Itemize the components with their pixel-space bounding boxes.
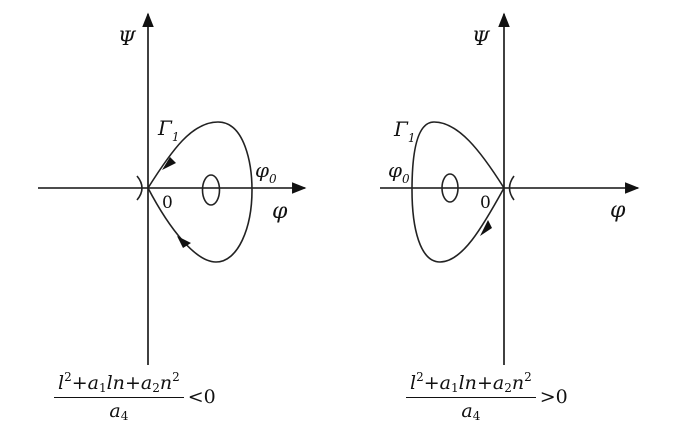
left-point-label: φ0 [255, 158, 277, 186]
right-phase-portrait: Ψ φ 0 Γ1 φ0 [380, 12, 640, 365]
right-point-label: φ0 [388, 158, 410, 186]
left-condition-numerator: l2+a1ln+a2n2 [54, 370, 184, 398]
right-condition-relation: >0 [539, 385, 568, 408]
right-orbit-label: Γ1 [393, 117, 416, 145]
right-condition-fraction: l2+a1ln+a2n2 a4 [406, 370, 536, 423]
left-condition-fraction: l2+a1ln+a2n2 a4 [54, 370, 184, 423]
left-y-axis-label: Ψ [118, 26, 137, 50]
left-homoclinic-orbit [147, 121, 253, 263]
right-condition-denominator: a4 [461, 400, 481, 423]
left-condition-formula: l2+a1ln+a2n2 a4 <0 [54, 370, 216, 423]
right-x-axis-label: φ [610, 198, 626, 223]
right-orbit-arrow [480, 220, 492, 236]
right-y-axis-label: Ψ [472, 26, 491, 50]
left-condition-relation: <0 [187, 385, 216, 408]
right-saddle-separatrix [508, 175, 515, 201]
right-condition-formula: l2+a1ln+a2n2 a4 >0 [406, 370, 568, 423]
left-origin-label: 0 [162, 193, 173, 213]
right-homoclinic-orbit [411, 121, 505, 263]
left-orbit-arrow-lower [177, 236, 191, 248]
right-center-orbit [441, 173, 459, 203]
left-orbit-arrow-upper [162, 157, 176, 170]
left-center-orbit [201, 174, 221, 206]
left-orbit-label: Γ1 [157, 116, 180, 144]
right-condition-numerator: l2+a1ln+a2n2 [406, 370, 536, 398]
left-phase-portrait: Ψ φ 0 Γ1 φ0 [38, 12, 307, 365]
left-x-axis-label: φ [272, 199, 288, 224]
left-saddle-separatrix [136, 175, 143, 201]
right-origin-label: 0 [480, 193, 491, 213]
left-condition-denominator: a4 [109, 400, 129, 423]
